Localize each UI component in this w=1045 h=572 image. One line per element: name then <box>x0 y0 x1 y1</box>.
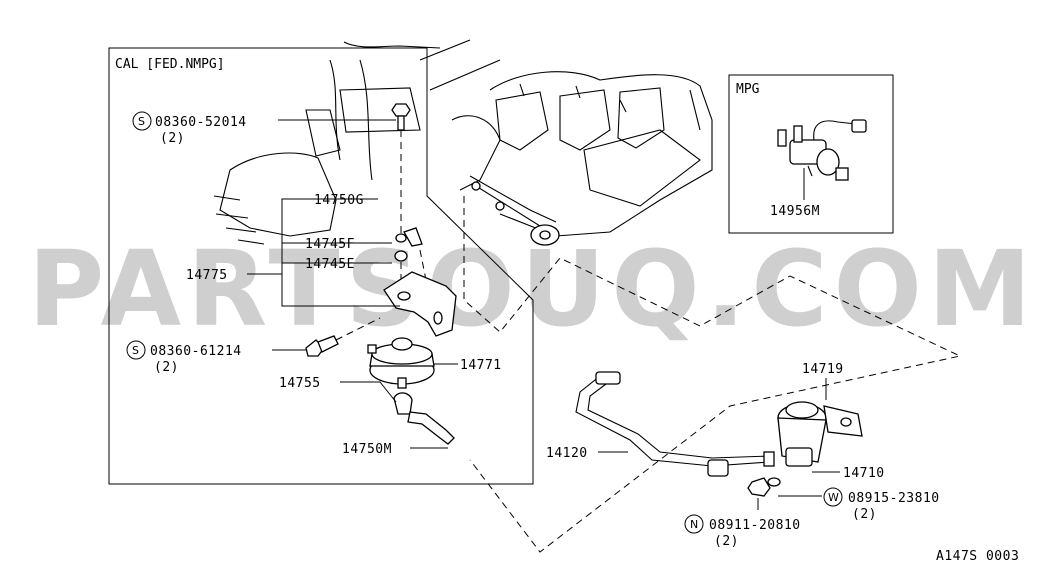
cal-box-title: CAL [FED.NMPG] <box>115 57 225 72</box>
part-qty: (2) <box>160 131 185 146</box>
label-08360-52014: S 08360-52014 (2) <box>132 111 247 146</box>
part-label-14120: 14120 <box>546 446 588 461</box>
part-qty: (2) <box>154 360 179 375</box>
part-number-08915-23810: 08915-23810 <box>848 491 940 506</box>
mpg-box-title: MPG <box>736 82 760 97</box>
part-label-14755: 14755 <box>279 376 321 391</box>
part-qty: (2) <box>714 534 739 549</box>
grommet-14745F-drawing <box>395 233 407 243</box>
part-qty: (2) <box>852 507 877 522</box>
bolt-08360-52014-drawing <box>391 103 411 131</box>
part-number-08911-20810: 08911-20810 <box>709 518 801 533</box>
egr-tube-14120-drawing <box>575 371 775 477</box>
label-08360-61214: S 08360-61214 (2) <box>126 340 242 375</box>
washer-08915-23810-drawing <box>767 477 781 487</box>
part-label-14771: 14771 <box>460 358 502 373</box>
svg-text:N: N <box>690 518 698 531</box>
part-label-14775: 14775 <box>186 268 228 283</box>
clip-14750G-drawing <box>403 227 423 247</box>
part-label-14750G: 14750G <box>314 193 364 208</box>
watermark-text: PARTSOUQ.COM <box>28 228 1037 350</box>
grommet-14745E-drawing <box>394 250 408 262</box>
bracket-group-leaders <box>247 198 400 307</box>
part-label-14956M: 14956M <box>770 204 820 219</box>
intake-manifold-drawing <box>329 39 713 246</box>
bolt-08360-61214-drawing <box>305 335 339 357</box>
svg-text:S: S <box>138 115 145 128</box>
egr-valve-14710-drawing <box>777 401 827 467</box>
distributor-drawing <box>213 87 421 245</box>
label-08915-23810: W 08915-23810 (2) <box>823 487 940 522</box>
part-label-14745F: 14745F <box>305 237 355 252</box>
mpg-inset-box: MPG 14956M <box>728 74 894 234</box>
tube-14750M-drawing <box>407 411 455 445</box>
svg-text:S: S <box>132 344 139 357</box>
vacuum-control-valve-14771-drawing <box>367 337 435 389</box>
solenoid-valve-drawing <box>777 119 867 181</box>
hose-14755-drawing <box>393 392 413 415</box>
label-08911-20810: N 08911-20810 (2) <box>684 514 801 549</box>
cal-inset-box: CAL [FED.NMPG] <box>108 47 534 485</box>
part-number-08360-61214: 08360-61214 <box>150 344 242 359</box>
part-label-14719: 14719 <box>802 362 844 377</box>
svg-text:W: W <box>828 491 839 504</box>
part-label-14710: 14710 <box>843 466 885 481</box>
diagram-code: A147S 0003 <box>936 549 1019 564</box>
part-number-08360-52014: 08360-52014 <box>155 115 247 130</box>
nut-08911-20810-drawing <box>747 477 771 497</box>
part-label-14745E: 14745E <box>305 257 355 272</box>
part-label-14750M: 14750M <box>342 442 392 457</box>
